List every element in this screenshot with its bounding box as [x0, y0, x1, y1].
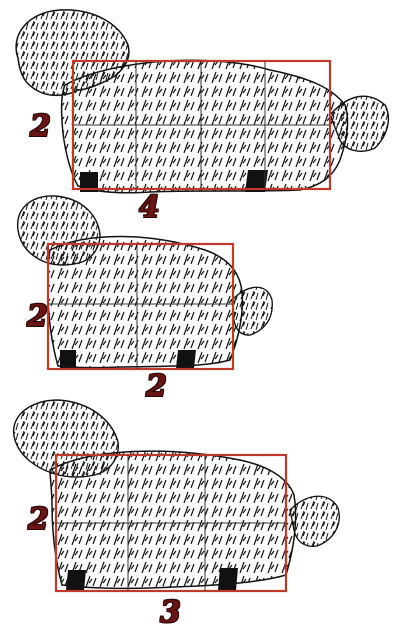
length-label-2: 2 — [146, 372, 167, 402]
height-label-2: 2 — [27, 302, 48, 332]
length-label-3: 3 — [160, 598, 181, 628]
height-label-1: 2 — [30, 112, 51, 142]
height-label-3: 2 — [28, 505, 49, 535]
dog-illustration-3 — [14, 400, 340, 590]
length-label-1: 4 — [139, 193, 160, 223]
